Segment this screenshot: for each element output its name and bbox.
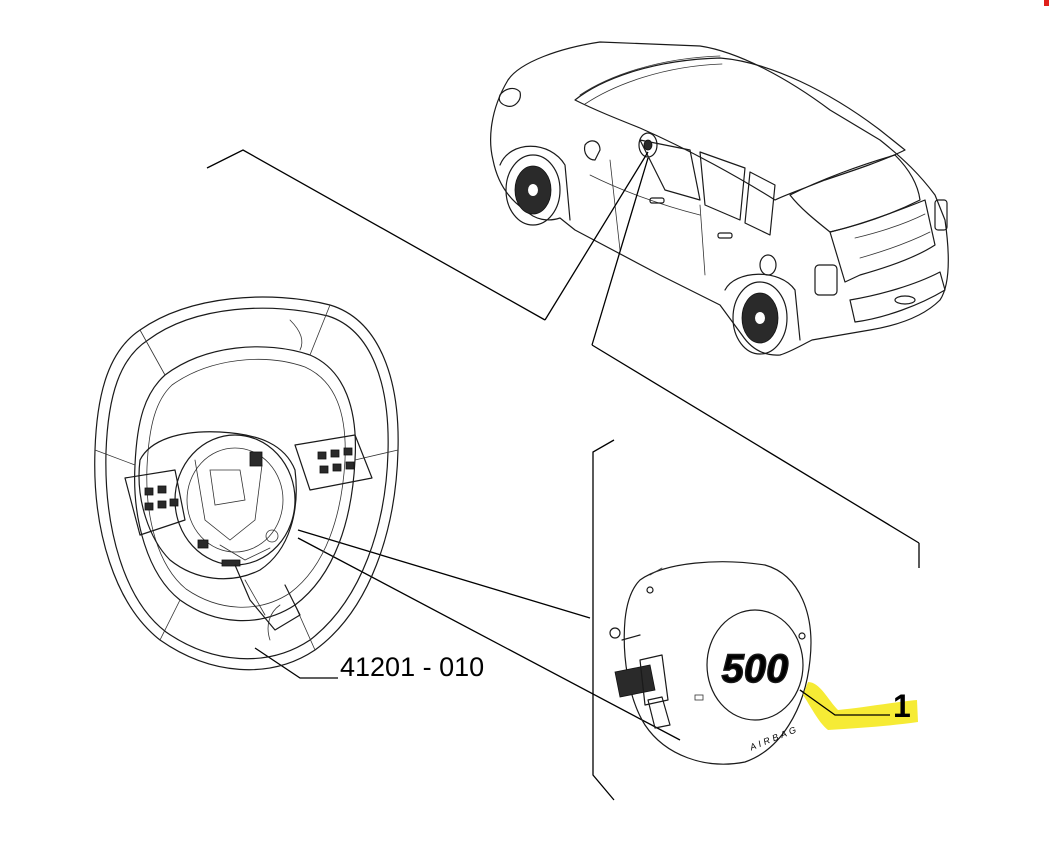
- part-number-label: 41201 - 010: [340, 652, 484, 682]
- callout-number: 1: [893, 688, 911, 724]
- corner-mark: [1044, 0, 1049, 6]
- rear-wheel: [732, 281, 788, 355]
- logo-text: 500: [722, 647, 789, 691]
- steering-wheel-illustration: [94, 296, 399, 671]
- airbag-text: AIRBAG: [747, 724, 800, 753]
- logo-500: 500: [721, 646, 789, 691]
- airbag-module-illustration: 500 AIRBAG: [609, 561, 812, 765]
- callout-highlight: [803, 682, 918, 730]
- front-wheel: [505, 154, 561, 226]
- car-illustration: [490, 41, 949, 356]
